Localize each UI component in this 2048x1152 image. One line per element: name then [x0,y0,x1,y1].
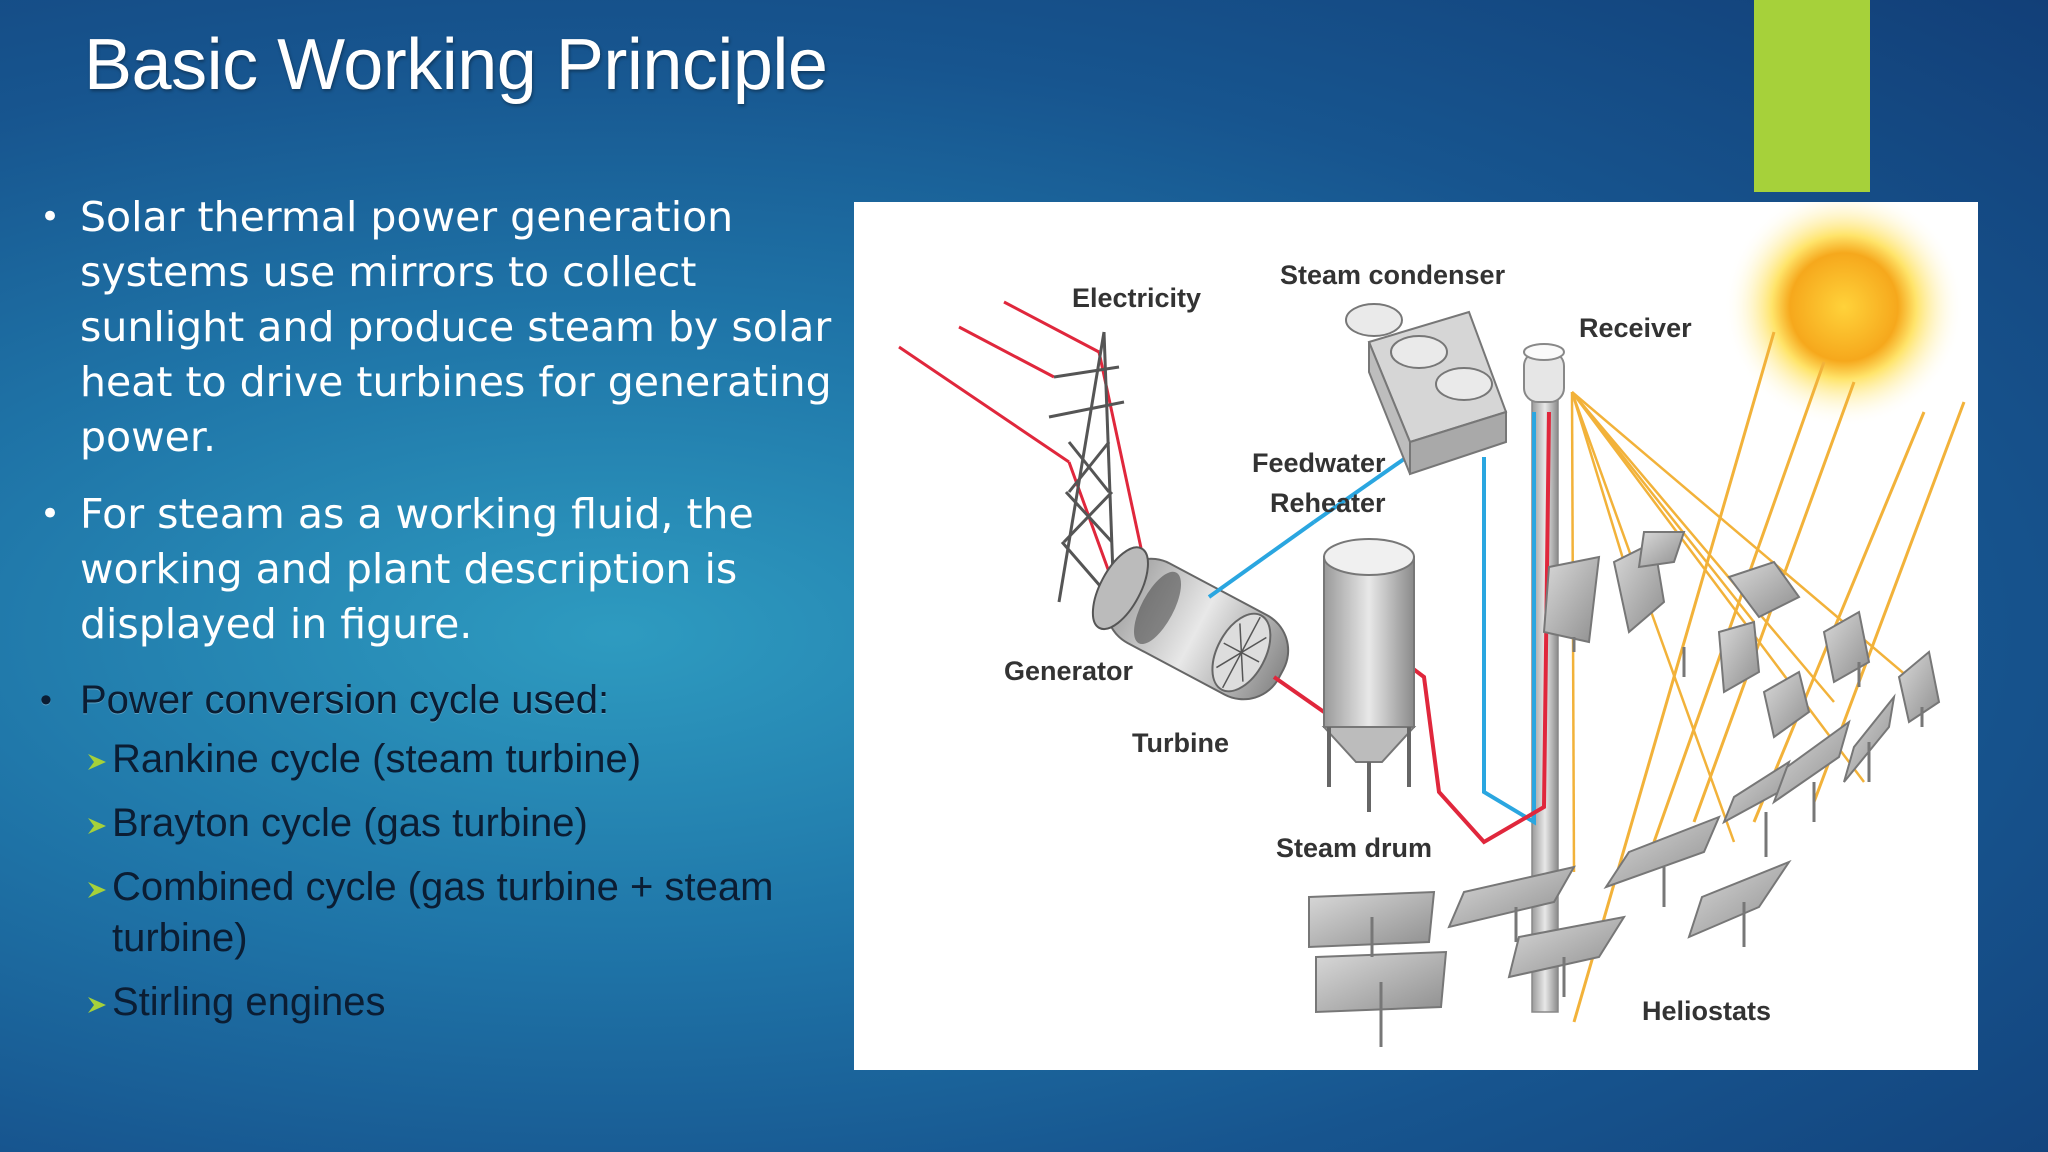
label-feedwater: Feedwater [1252,448,1386,478]
bullet-text: Solar thermal power generation systems u… [80,193,832,461]
slide-title: Basic Working Principle [84,25,828,105]
steam-condenser-icon [1345,303,1508,476]
arrow-bullet-icon [88,882,106,898]
generator-turbine-icon [1091,546,1290,701]
bullet-item: • Power conversion cycle used: [38,674,848,726]
heliostat-posts [1370,637,1924,1047]
arrow-bullet-icon [88,997,106,1013]
sub-bullet-text: Rankine cycle (steam turbine) [112,737,642,781]
sub-bullet-text: Combined cycle (gas turbine + steam turb… [112,865,774,960]
sub-bullet-text: Brayton cycle (gas turbine) [112,801,588,845]
label-steam-condenser: Steam condenser [1280,260,1506,290]
sub-bullet-item: Combined cycle (gas turbine + steam turb… [38,862,848,964]
sub-bullet-item: Stirling engines [38,977,848,1028]
pylon-icon [1048,331,1125,603]
bullet-text: For steam as a working fluid, the workin… [80,490,754,648]
bullet-dot-icon: • [40,681,52,719]
receiver-pipes [1272,411,1551,845]
label-reheater: Reheater [1270,488,1386,518]
arrow-bullet-icon [88,754,106,770]
solar-plant-diagram: Electricity Steam condenser Receiver Fee… [854,202,1978,1070]
bullet-item: • Solar thermal power generation systems… [38,190,848,465]
bullet-dot-icon: • [40,494,61,534]
bullet-list: • Solar thermal power generation systems… [38,190,848,1041]
diagram-svg: Electricity Steam condenser Receiver Fee… [898,202,1966,1047]
steam-drum-icon [1321,538,1417,812]
sun-icon [1724,202,1964,427]
label-generator: Generator [1004,656,1134,686]
sub-bullet-item: Brayton cycle (gas turbine) [38,798,848,849]
bullet-text: Power conversion cycle used: [80,678,610,722]
label-steam-drum: Steam drum [1276,833,1432,863]
label-heliostats: Heliostats [1642,996,1771,1026]
label-turbine: Turbine [1132,728,1229,758]
label-electricity: Electricity [1072,283,1201,313]
accent-bar [1754,0,1870,192]
sub-bullet-item: Rankine cycle (steam turbine) [38,734,848,785]
label-receiver: Receiver [1579,313,1692,343]
bullet-item: • For steam as a working fluid, the work… [38,487,848,652]
sub-bullet-text: Stirling engines [112,980,386,1024]
arrow-bullet-icon [88,818,106,834]
bullet-dot-icon: • [40,197,61,237]
feedwater-pipe [1207,450,1416,599]
